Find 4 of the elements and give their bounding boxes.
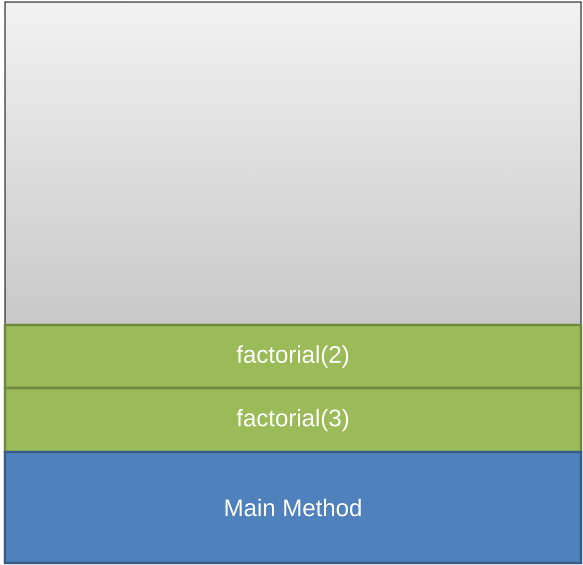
stack-frame-box: factorial(3): [4, 386, 582, 454]
main-frame-box: Main Method: [4, 450, 582, 564]
stack-frame-box: factorial(2): [4, 324, 582, 390]
empty-stack-area: [4, 2, 582, 326]
